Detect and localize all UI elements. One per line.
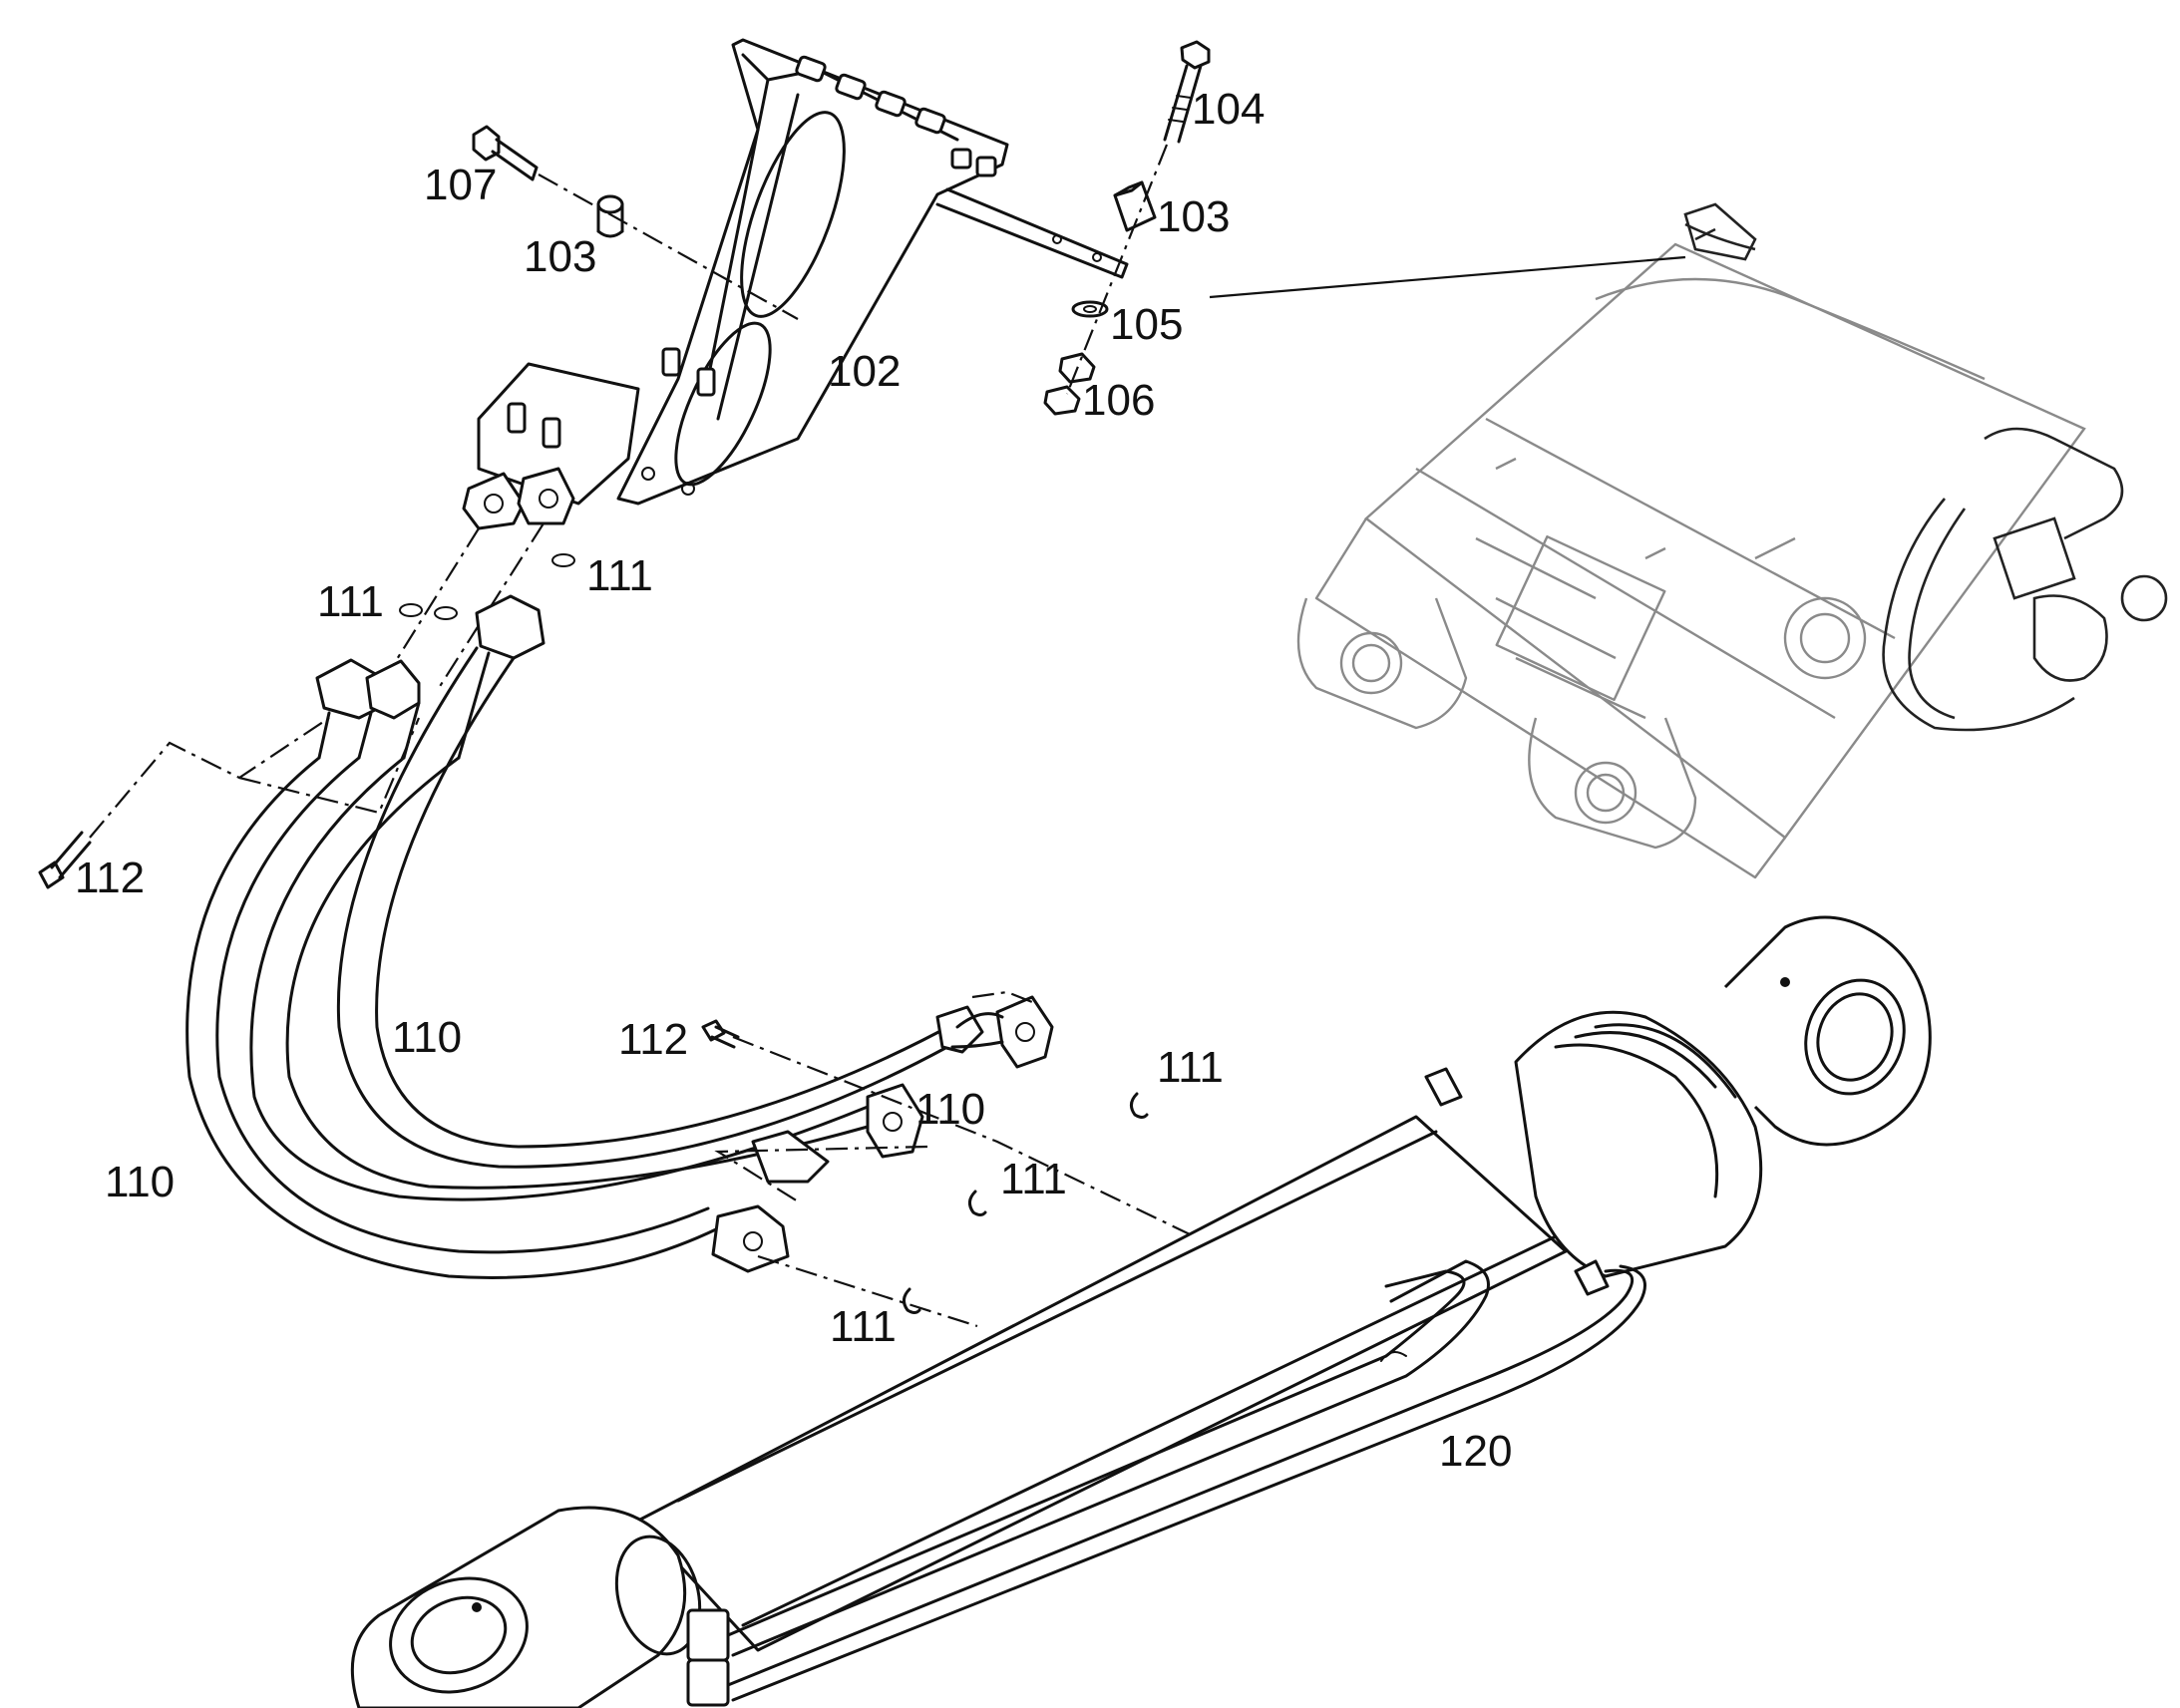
callout-104: 104	[1192, 85, 1265, 134]
callout-110-right: 110	[915, 1085, 985, 1134]
bolt-104	[1163, 40, 1211, 144]
callout-107: 107	[424, 161, 497, 209]
bracket-102	[477, 38, 1129, 506]
callout-110-middle: 110	[392, 1013, 462, 1062]
hoses-110	[185, 646, 1054, 1279]
spacer-103-left	[596, 194, 624, 238]
axis-112-right	[732, 1035, 1268, 1272]
spacer-103-right	[1113, 180, 1157, 232]
callout-103-left: 103	[524, 232, 596, 281]
bolt-112-right	[701, 1019, 740, 1049]
o-rings-111-upper	[399, 553, 575, 620]
overview-boom-assembly	[1296, 202, 2168, 879]
callout-106: 106	[1082, 376, 1155, 425]
callout-105: 105	[1110, 300, 1183, 349]
callout-111-lower-2: 111	[1000, 1155, 1067, 1203]
axis-flange-a	[378, 527, 480, 689]
callout-120: 120	[1439, 1427, 1512, 1476]
top-fittings	[795, 55, 997, 177]
bolt-107	[472, 125, 539, 181]
callout-111-lower-1: 111	[1157, 1043, 1224, 1092]
callout-111-lower-3: 111	[830, 1302, 897, 1351]
callout-112-left: 112	[75, 854, 145, 902]
callout-110-left: 110	[105, 1158, 175, 1206]
callout-103-right: 103	[1157, 192, 1230, 241]
axis-107-line	[538, 173, 799, 320]
callout-111-upper-left: 111	[317, 577, 384, 626]
bracket-flange-fittings	[462, 467, 575, 530]
o-rings-111-lower	[903, 1092, 1149, 1314]
hydraulic-cylinder	[350, 915, 1932, 1708]
axis-lower-fittings	[714, 990, 1033, 1328]
callout-111-upper-right: 111	[586, 551, 653, 600]
flange-clamps-upper	[315, 594, 545, 760]
callout-102: 102	[828, 347, 901, 396]
bolt-112-left	[38, 831, 92, 889]
callout-112-right: 112	[618, 1015, 688, 1064]
axis-112-left	[89, 717, 330, 839]
callout-labels: 102 103 103 104 105 106 107 110 110 110 …	[75, 85, 1512, 1476]
pipes-120	[726, 1259, 1646, 1702]
overview-leader-line	[1209, 255, 1686, 299]
axis-104-line	[1065, 144, 1169, 395]
